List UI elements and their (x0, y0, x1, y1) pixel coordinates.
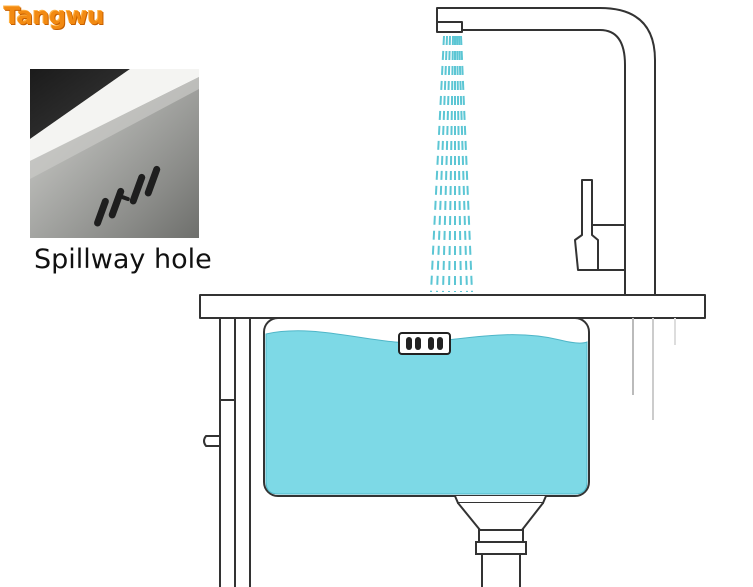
basin-water (265, 330, 588, 495)
overflow-slots-closeup-icon (30, 69, 199, 238)
overflow-hole-icon (398, 332, 451, 355)
faucet-icon (436, 7, 656, 296)
water-stream-icon (430, 35, 473, 293)
cabinet-icon (203, 318, 676, 587)
drain-pipe-icon (445, 495, 556, 587)
spillway-hole-photo (30, 69, 199, 238)
brand-logo: Tangwu (4, 2, 105, 30)
countertop (199, 294, 706, 319)
spillway-hole-caption: Spillway hole (34, 244, 212, 275)
